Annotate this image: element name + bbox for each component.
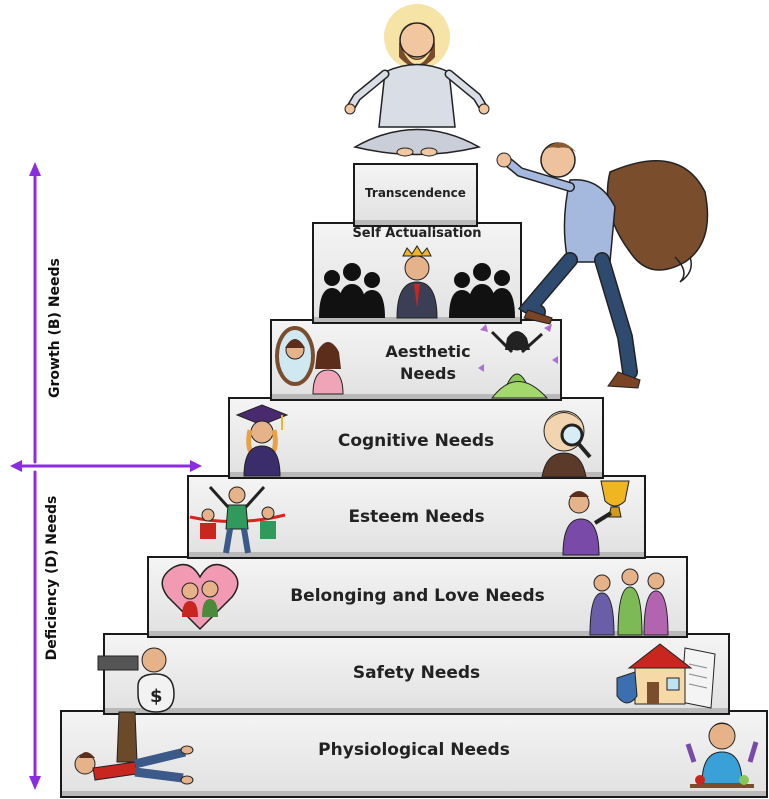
deficiency-arrow-head xyxy=(29,776,41,790)
crowd-with-crowned-person-icon xyxy=(319,245,515,319)
friends-group-icon xyxy=(589,568,669,636)
growth-axis-label: Growth (B) Needs xyxy=(47,258,63,398)
meditating-sage-icon xyxy=(344,4,490,157)
tier-label-esteem: Esteem Needs xyxy=(348,507,485,527)
magnifier-person-icon xyxy=(541,410,592,478)
tier-label-belonging: Belonging and Love Needs xyxy=(290,586,545,606)
tier-transcendence: Transcendence xyxy=(353,163,478,227)
tier-label-transcendence: Transcendence xyxy=(365,186,466,200)
divider-arrow-left-head xyxy=(10,460,22,472)
tier-label-self-actualisation: Self Actualisation xyxy=(352,226,482,241)
dancer-with-butterflies-icon xyxy=(478,324,558,399)
eating-child-icon xyxy=(685,722,759,788)
mirror-reflection-icon xyxy=(275,326,344,395)
svg-text:$: $ xyxy=(150,686,163,707)
finish-line-winners-icon xyxy=(189,485,286,554)
tier-cognitive: Cognitive Needs xyxy=(228,397,604,479)
tier-label-cognitive: Cognitive Needs xyxy=(337,431,495,451)
house-shield-contract-icon xyxy=(616,643,716,709)
growth-arrow-head xyxy=(29,162,41,176)
tier-label-aesthetic: Aesthetic Needs xyxy=(385,342,471,383)
climber-with-sack-icon xyxy=(496,142,709,389)
graduate-icon xyxy=(235,404,289,477)
trophy-holder-icon xyxy=(562,480,630,556)
family-heart-icon xyxy=(161,563,239,631)
tier-label-physiological: Physiological Needs xyxy=(318,740,510,760)
deficiency-axis-label: Deficiency (D) Needs xyxy=(44,495,60,661)
resting-person-icon xyxy=(74,711,194,785)
money-bag-hand-icon: $ xyxy=(97,647,175,713)
divider-arrow-right-head xyxy=(190,460,202,472)
tier-label-safety: Safety Needs xyxy=(352,663,481,683)
